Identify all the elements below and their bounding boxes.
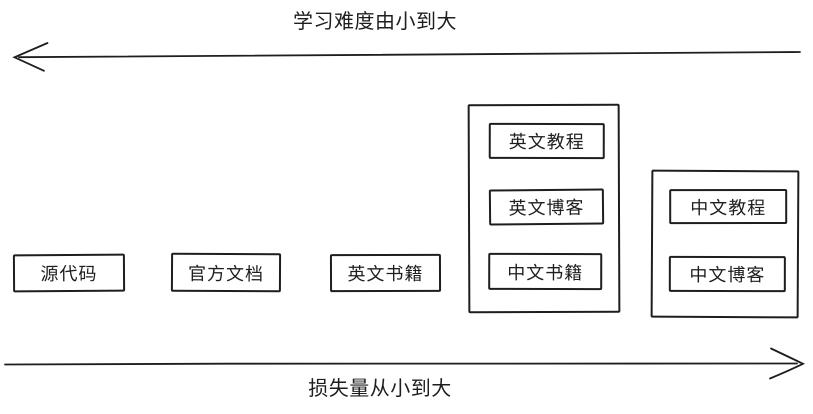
group-box-1: 英文教程 英文博客 中文书籍 — [467, 103, 621, 314]
loss-amount-arrow-right — [4, 347, 806, 380]
box-english-books: 英文书籍 — [329, 253, 442, 293]
top-axis-label: 学习难度由小到大 — [293, 11, 457, 33]
box-chinese-blog: 中文博客 — [668, 255, 786, 293]
box-label: 英文书籍 — [347, 263, 424, 285]
learning-difficulty-arrow-left — [12, 42, 801, 72]
box-english-tutorial: 英文教程 — [488, 122, 605, 160]
box-label: 中文博客 — [689, 264, 766, 286]
group-box-2: 中文教程 中文博客 — [650, 169, 800, 319]
box-label: 中文书籍 — [507, 262, 584, 283]
box-label: 源代码 — [40, 263, 98, 285]
box-label: 中文教程 — [690, 197, 767, 218]
box-chinese-tutorial: 中文教程 — [669, 188, 788, 225]
box-english-blog: 英文博客 — [488, 188, 605, 226]
box-official-docs: 官方文档 — [170, 252, 282, 293]
box-source-code: 源代码 — [12, 253, 126, 293]
bottom-axis-label: 损失量从小到大 — [308, 378, 452, 400]
box-chinese-book: 中文书籍 — [488, 252, 603, 291]
box-label: 英文博客 — [508, 197, 585, 219]
box-label: 英文教程 — [508, 131, 585, 153]
box-label: 官方文档 — [187, 263, 265, 284]
